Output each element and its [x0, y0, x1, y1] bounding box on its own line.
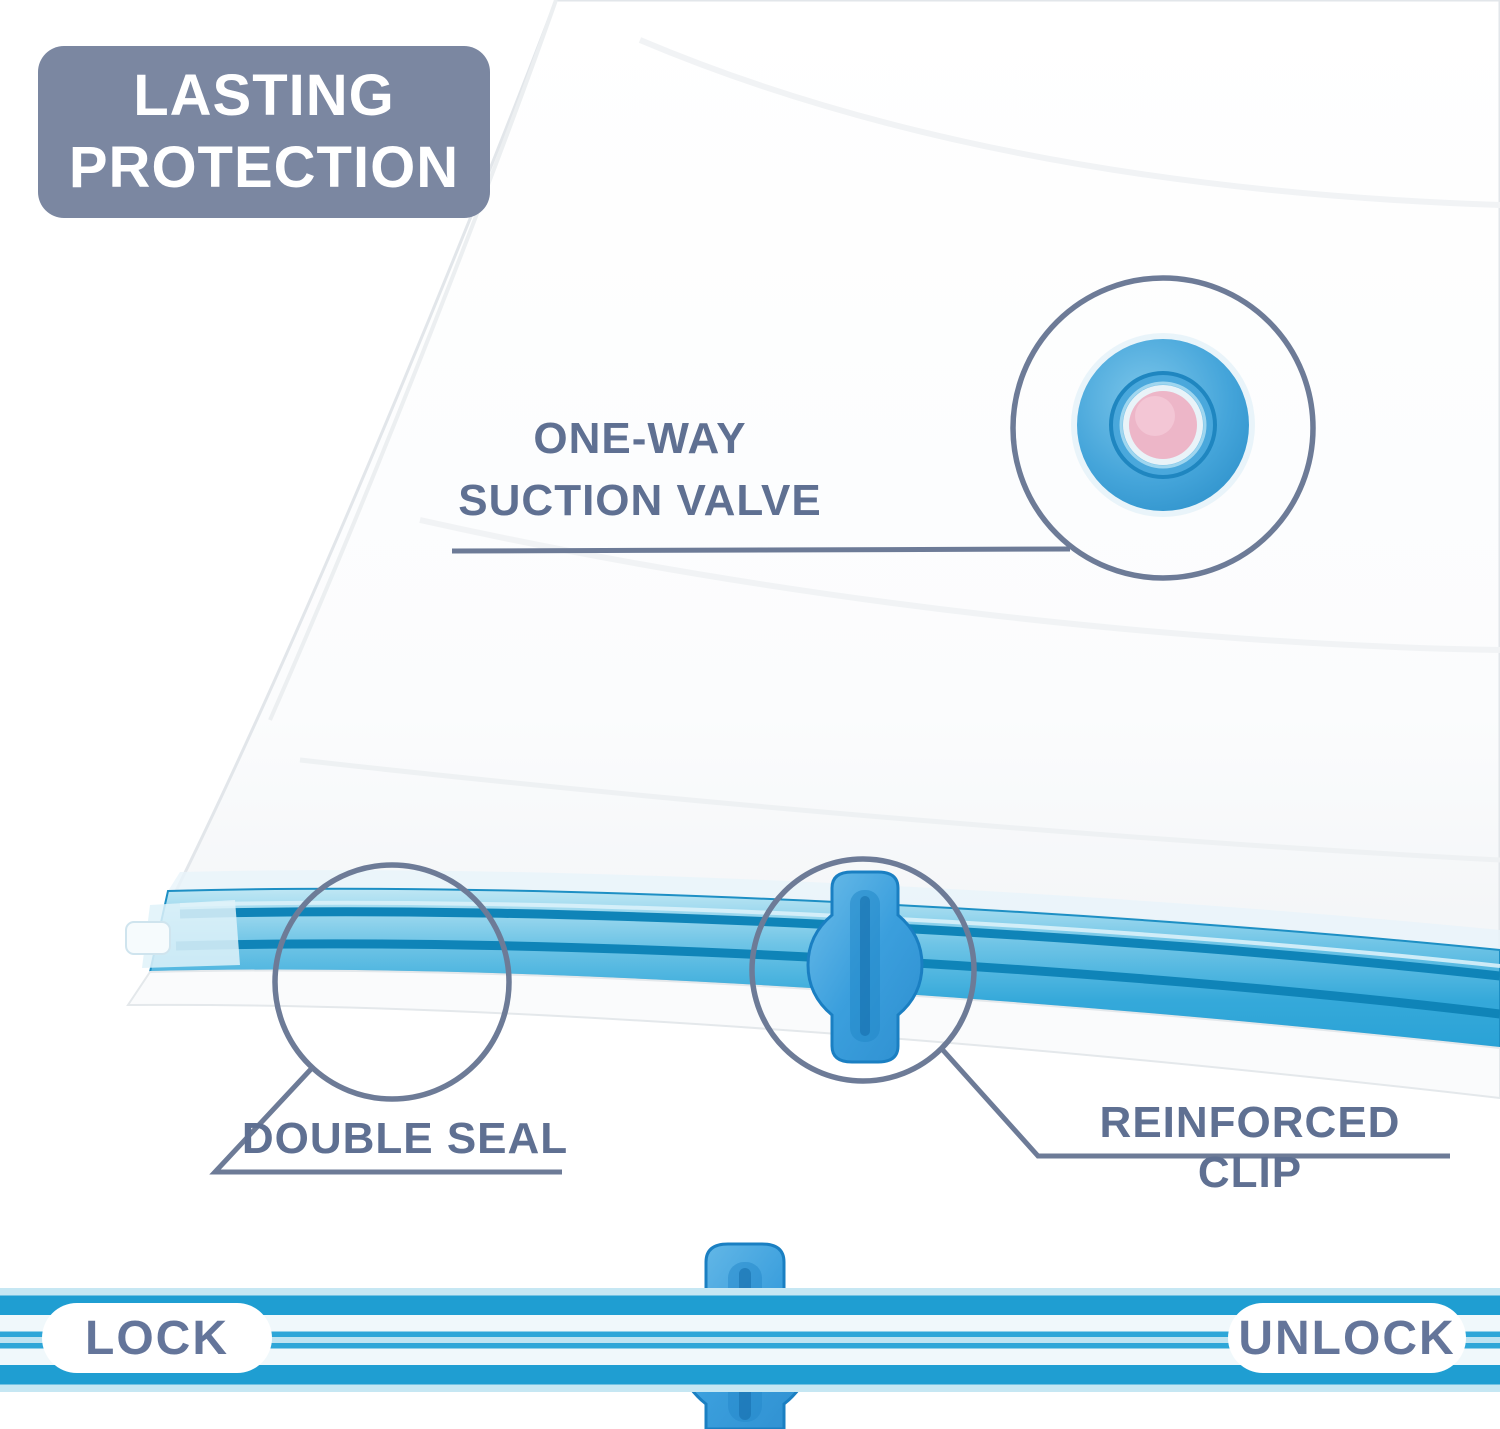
bag-crease [268, 0, 558, 721]
valve-label-line2: SUCTION VALVE [458, 476, 822, 525]
valve-callout-label: ONE-WAY SUCTION VALVE [430, 408, 850, 532]
double-seal-callout-circle [272, 862, 512, 1102]
double-seal-leader-line [209, 1066, 562, 1175]
reinforced-clip-icon [806, 870, 924, 1064]
double-seal-callout-label: DOUBLE SEAL [241, 1114, 569, 1163]
badge-line1: LASTING [133, 63, 395, 128]
bag-crease [638, 37, 1500, 208]
seal-tab [125, 921, 171, 955]
one-way-suction-valve-icon [1071, 333, 1255, 517]
valve-leader-line [451, 546, 1071, 554]
valve-label-line1: ONE-WAY [533, 414, 747, 463]
badge-line2: PROTECTION [68, 135, 460, 200]
reinforced-clip-callout-label: REINFORCED CLIP [1099, 1098, 1401, 1197]
bag-flange [126, 969, 1500, 1100]
clip-callout-circle [749, 856, 977, 1084]
bag-crease [299, 757, 1500, 863]
bag-crease [419, 517, 1500, 653]
valve-callout-circle [1010, 275, 1316, 581]
lock-label-pill: LOCK [42, 1303, 272, 1373]
lasting-protection-badge: LASTING PROTECTION [38, 46, 490, 218]
unlock-label-pill: UNLOCK [1228, 1303, 1466, 1373]
clip-leader-line [939, 1046, 1450, 1159]
